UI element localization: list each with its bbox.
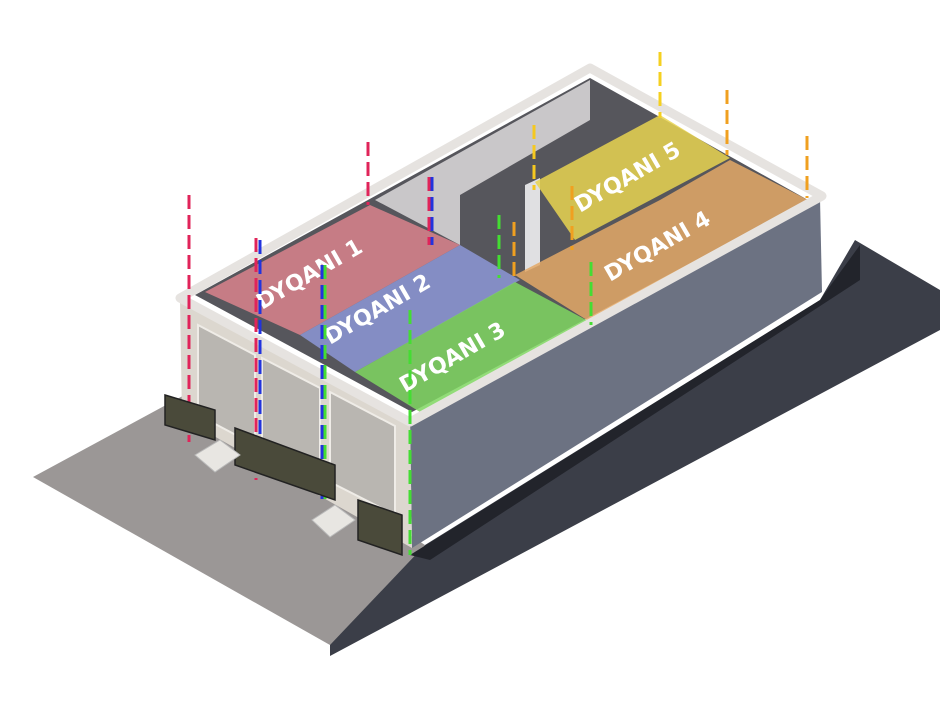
room-dyqani-3 <box>355 282 590 412</box>
entrance-planters <box>164 393 403 557</box>
side-wall <box>410 198 822 548</box>
room-dyqani-2 <box>300 245 520 372</box>
stairs <box>311 504 356 538</box>
pavement <box>33 392 425 645</box>
building-shadow <box>410 245 860 560</box>
planter <box>357 498 403 557</box>
road <box>330 240 940 656</box>
stairs <box>194 439 241 473</box>
entrance-stairs <box>194 439 356 538</box>
wall-rim <box>175 63 827 427</box>
room-dyqani-1 <box>205 205 460 335</box>
planter <box>164 393 216 442</box>
corridor-wall <box>525 178 540 272</box>
room-dyqani-5 <box>535 115 730 240</box>
room-dyqani-4 <box>515 160 808 322</box>
